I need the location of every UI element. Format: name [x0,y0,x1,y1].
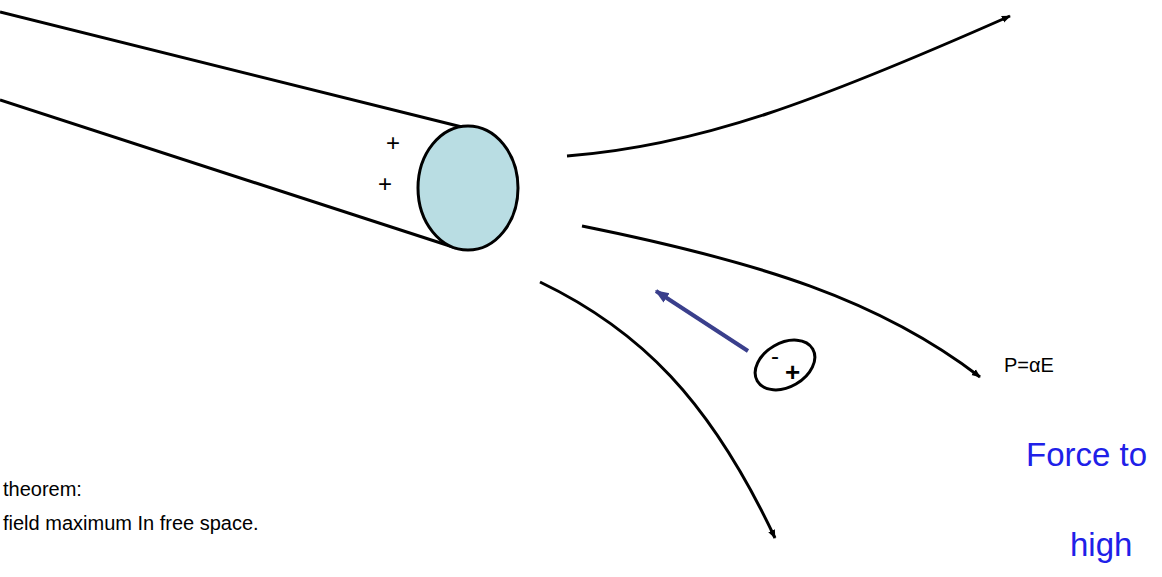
tube-edge [0,12,466,128]
field-line [567,16,1010,156]
charge-sign: + [785,359,800,385]
node-outline [0,0,530,260]
slide-text: field maximum In free space. [3,512,259,535]
tube-edge [0,100,456,248]
charge-sign: - [771,344,779,368]
tip-end [418,126,518,250]
force-arrow [656,291,748,351]
dipole: -+ [750,338,820,392]
charge-sign: + [378,172,392,196]
charged-tip: ++ [0,0,530,260]
dipole-outline [746,330,823,400]
charge-sign: + [386,131,400,155]
slide-text: theorem: [3,478,82,501]
field-line [540,282,775,538]
formula: P=αE [1004,354,1054,377]
slide-text: Force to [1026,436,1147,474]
slide-text: high [1070,526,1132,564]
